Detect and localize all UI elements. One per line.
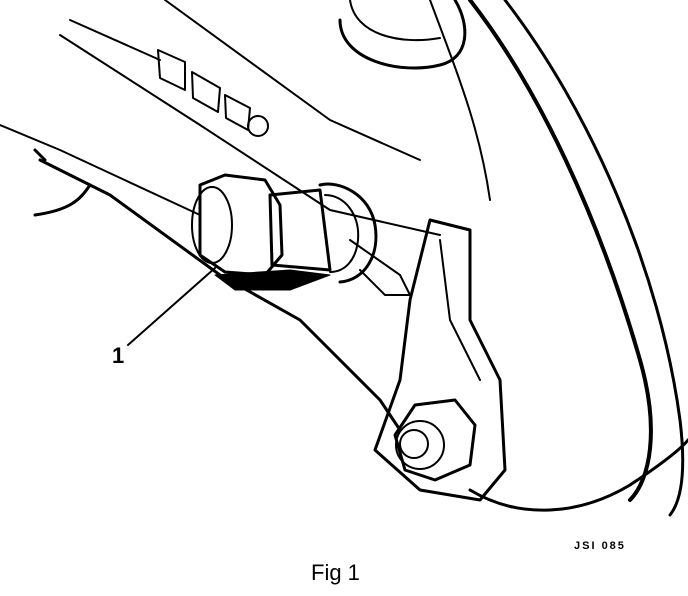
body-outline-upper (59, 34, 441, 236)
callout-label-1: 1 (112, 343, 125, 368)
plug-shank (268, 188, 332, 272)
housing-mid-line (0, 124, 201, 216)
arm-slot (349, 239, 411, 296)
figure-caption: Fig 1 (311, 560, 360, 585)
backing-plate-outer (468, 0, 653, 502)
axle-housing-left (33, 148, 92, 217)
hub-top (338, 0, 467, 70)
housing-lower-line (38, 158, 402, 432)
lower-nut-end (399, 429, 429, 459)
backing-plate-edge (429, 0, 491, 201)
clip-3 (224, 94, 251, 131)
clip-2 (191, 71, 221, 113)
lower-nut (393, 398, 477, 482)
hex-plug (198, 173, 284, 277)
plug-body-ring-inner (324, 194, 360, 273)
body-outline-top-short (69, 19, 161, 61)
backing-plate-lower (468, 438, 688, 512)
hex-plug-face (191, 186, 233, 264)
plug-body-ring (318, 182, 378, 284)
leader-line (127, 267, 216, 346)
lower-nut-washer (395, 420, 445, 470)
plug-shadow (214, 269, 331, 291)
reference-code: JSI 085 (574, 540, 626, 552)
hub-top-inner (349, 0, 441, 42)
clip-ring (247, 115, 269, 137)
clip-1 (157, 49, 186, 91)
arm-inner-line (439, 239, 481, 381)
arm-bracket (373, 218, 507, 502)
body-outline-upper-2 (164, 0, 421, 161)
backing-plate-inner (503, 0, 685, 517)
